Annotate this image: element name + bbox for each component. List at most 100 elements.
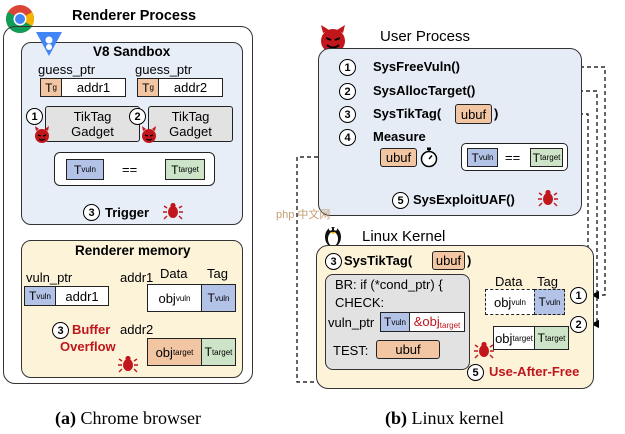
renderer-memory-title: Renderer memory bbox=[75, 243, 191, 258]
amp-obj: &obj bbox=[413, 314, 440, 329]
caption-a: (a) Chrome browser bbox=[55, 408, 201, 429]
addr2-box: addr2 bbox=[158, 78, 223, 97]
guess-ptr-label-2: guess_ptr bbox=[135, 62, 193, 77]
ubuf-text: ubuf bbox=[460, 106, 487, 122]
stopwatch-icon bbox=[419, 146, 439, 168]
tag-letter: T bbox=[471, 150, 479, 165]
step-1-marker: 1 bbox=[26, 108, 43, 125]
tiktag-gadget-1: TikTag Gadget bbox=[45, 106, 140, 142]
tvuln-letter: T bbox=[73, 162, 82, 177]
tag-letter: T bbox=[537, 331, 545, 345]
tiktag-gadget-2: TikTag Gadget bbox=[148, 106, 233, 142]
code-amp-obj-target-box: &objtarget bbox=[409, 312, 465, 332]
ubuf-arg-box: ubuf bbox=[455, 104, 492, 124]
addr1-label: addr1 bbox=[120, 270, 154, 285]
kernel-ubuf-box: ubuf bbox=[432, 251, 465, 270]
buffer-overflow-label-2: Overflow bbox=[60, 339, 116, 354]
ubuf-text: ubuf bbox=[435, 253, 462, 268]
data-header: Data bbox=[160, 266, 188, 281]
tag-letter: T bbox=[207, 291, 215, 305]
tag-header: Tag bbox=[207, 266, 228, 281]
tag-sub: g bbox=[52, 83, 57, 92]
tag-sub: target bbox=[211, 347, 233, 357]
step-2-marker: 2 bbox=[129, 108, 146, 125]
bug-icon bbox=[163, 201, 183, 221]
ubuf-text: ubuf bbox=[395, 342, 421, 357]
step-3-marker: 3 bbox=[83, 204, 100, 221]
user-equals: == bbox=[505, 150, 521, 165]
ttarget-sub: target bbox=[178, 165, 199, 174]
tag-sub: vuln bbox=[478, 153, 494, 162]
code-line-check: CHECK: bbox=[335, 295, 385, 310]
v8-sandbox-title: V8 Sandbox bbox=[93, 44, 171, 59]
obj-text: obj bbox=[155, 344, 173, 360]
sys-exploit-uaf-call: SysExploitUAF() bbox=[413, 192, 515, 207]
addr1-text: addr1 bbox=[65, 288, 99, 304]
user-process-title: User Process bbox=[380, 28, 471, 45]
obj-text: obj bbox=[493, 294, 512, 310]
addr2-label: addr2 bbox=[120, 322, 154, 337]
kernel-mark-2: 2 bbox=[570, 316, 587, 333]
obj-text: obj bbox=[158, 290, 176, 306]
bug-icon bbox=[118, 354, 138, 374]
tag-sub: vuln bbox=[391, 317, 407, 327]
bug-icon bbox=[538, 188, 558, 208]
close-paren: ) bbox=[494, 106, 499, 121]
caption-b: (b) Linux kernel bbox=[385, 408, 504, 429]
ttarget-letter: T bbox=[171, 162, 179, 177]
kernel-data-header: Data bbox=[495, 274, 523, 289]
tag-sub: vuln bbox=[545, 297, 561, 307]
measure-label: Measure bbox=[373, 129, 426, 144]
code-test-ubuf-box: ubuf bbox=[376, 340, 440, 359]
tag-letter: T bbox=[383, 315, 392, 329]
obj-sub: vuln bbox=[175, 293, 191, 303]
renderer-process-title: Renderer Process bbox=[72, 8, 197, 24]
exploit-step-marker: 5 bbox=[392, 192, 409, 209]
addr1-box: addr1 bbox=[61, 78, 126, 97]
step-3-overflow-marker: 3 bbox=[52, 322, 69, 339]
sys-alloc-target-call: SysAllocTarget() bbox=[373, 83, 476, 98]
addr1-text: addr1 bbox=[76, 80, 111, 95]
devil-icon bbox=[140, 126, 158, 144]
caption-b-text: Linux kernel bbox=[411, 408, 504, 428]
tag-letter: T bbox=[204, 345, 212, 359]
use-after-free-label: Use-After-Free bbox=[489, 364, 580, 379]
guess-ptr-label-1: guess_ptr bbox=[38, 62, 96, 77]
code-vuln-ptr: vuln_ptr bbox=[328, 315, 375, 330]
obj-sub: target bbox=[172, 347, 194, 357]
buffer-overflow-label-1: Buffer bbox=[72, 322, 111, 337]
kernel-sys-tiktag: SysTikTag( bbox=[344, 253, 413, 268]
gadget-line-1: TikTag bbox=[171, 109, 210, 124]
code-line-br: BR: if (*cond_ptr) { bbox=[335, 277, 443, 292]
trigger-label: Trigger bbox=[105, 205, 150, 220]
kernel-step-3-marker: 3 bbox=[325, 253, 342, 270]
sys-tiktag-call: SysTikTag( bbox=[373, 106, 442, 121]
devil-icon bbox=[33, 126, 51, 144]
caption-a-label: (a) bbox=[55, 408, 76, 428]
tag-letter: T bbox=[45, 80, 53, 95]
tag-letter: T bbox=[538, 295, 546, 309]
user-step-4-marker: 4 bbox=[339, 129, 356, 146]
tag-letter: T bbox=[532, 150, 540, 165]
linux-kernel-title: Linux Kernel bbox=[362, 228, 446, 245]
user-step-1-marker: 1 bbox=[339, 59, 356, 76]
kernel-close-paren: ) bbox=[467, 253, 472, 268]
tag-sub: vuln bbox=[36, 291, 52, 301]
obj-sub: target bbox=[512, 333, 533, 343]
tvuln-sub: vuln bbox=[81, 165, 97, 174]
caption-b-label: (b) bbox=[385, 408, 407, 428]
sys-free-vuln-call: SysFreeVuln() bbox=[373, 59, 460, 74]
watermark: php 中文网 bbox=[276, 209, 331, 221]
tag-letter: T bbox=[28, 289, 37, 303]
